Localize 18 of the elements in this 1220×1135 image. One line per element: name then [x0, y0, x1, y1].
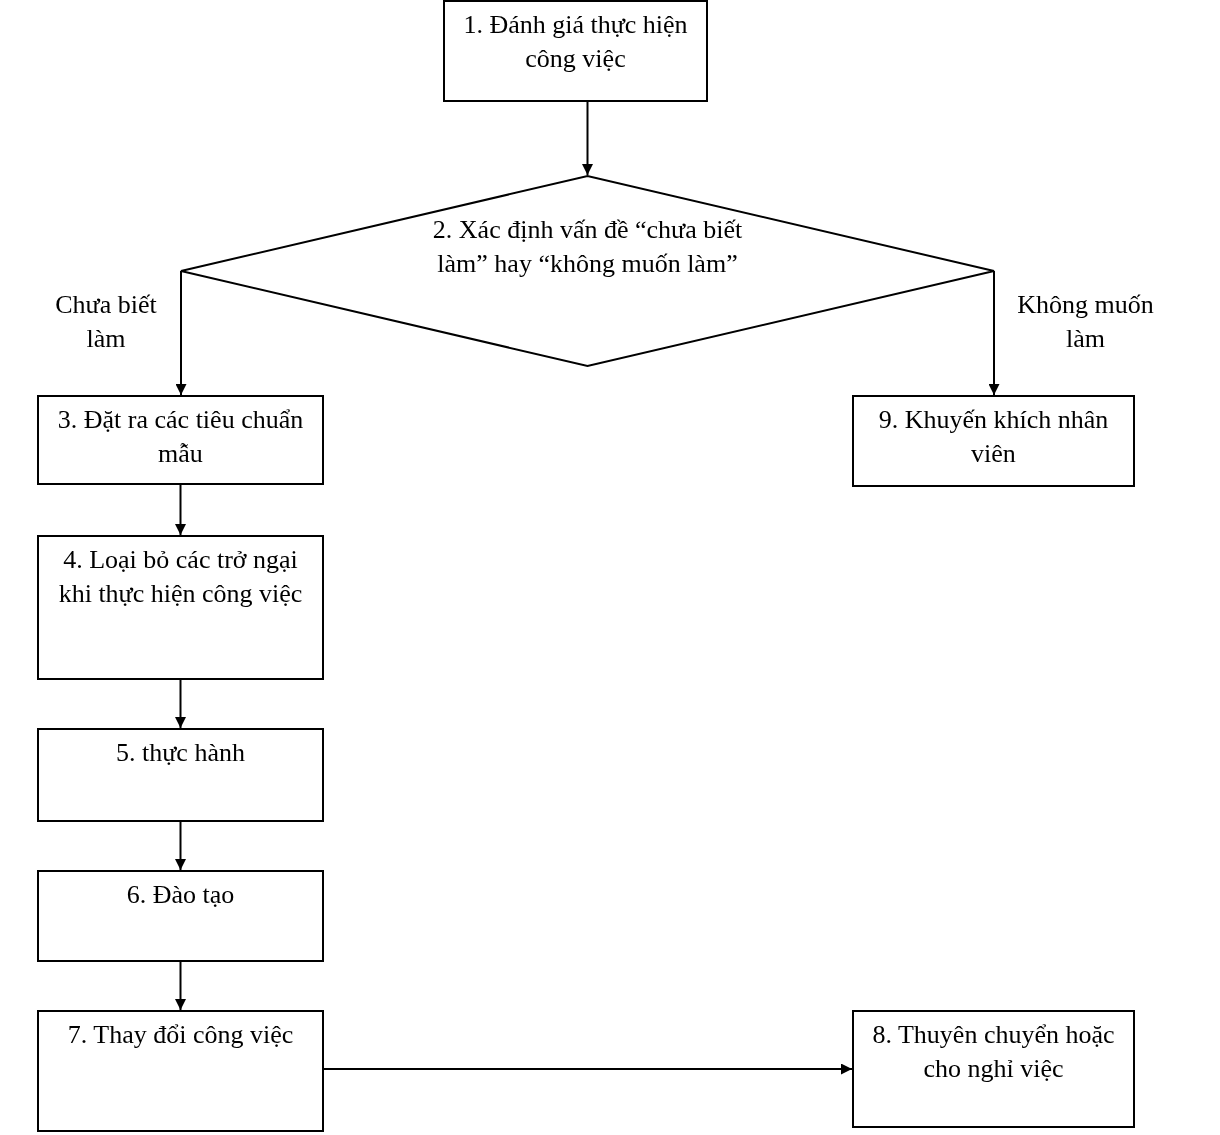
- process-box: 8. Thuyên chuyển hoặc cho nghỉ việc: [852, 1010, 1135, 1128]
- process-box: 5. thực hành: [37, 728, 324, 822]
- process-box: 4. Loại bỏ các trở ngại khi thực hiện công việc: [37, 535, 324, 680]
- process-box: 3. Đặt ra các tiêu chuẩn mẫu: [37, 395, 324, 485]
- process-box: 6. Đào tạo: [37, 870, 324, 962]
- arrow: [175, 679, 186, 729]
- arrow: [323, 1063, 853, 1075]
- arrow: [175, 821, 186, 871]
- arrow: [582, 101, 593, 176]
- process-box: 9. Khuyến khích nhân viên: [852, 395, 1135, 487]
- arrow: [175, 484, 186, 536]
- process-box: 7. Thay đổi công việc: [37, 1010, 324, 1132]
- process-box: 1. Đánh giá thực hiện công việc: [443, 0, 708, 102]
- arrow: [988, 270, 1000, 396]
- arrow: [175, 270, 187, 396]
- arrow: [175, 961, 186, 1011]
- decision-text: 2. Xác định vấn đề “chưa biết làm” hay “không muốn làm”: [431, 214, 744, 280]
- decision-diamond: [180, 175, 995, 367]
